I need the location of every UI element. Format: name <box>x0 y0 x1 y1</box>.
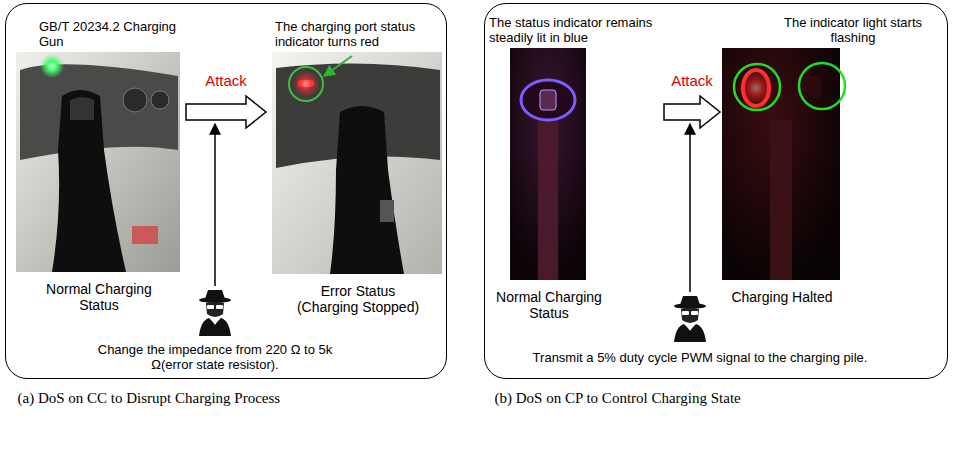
green-indicator <box>40 54 64 78</box>
photo-heading: The status indicator remains steadily li… <box>489 15 661 45</box>
socket <box>151 91 169 109</box>
pile-post <box>538 118 558 280</box>
gun-head <box>70 97 94 120</box>
pile-screen <box>540 90 556 110</box>
photo-area <box>269 53 445 275</box>
highlight-circle <box>289 67 323 101</box>
panel-frame: (a) DoS on CC to Disrupt Charging Proces… <box>5 3 447 379</box>
photo-area <box>489 49 661 281</box>
highlight-circle <box>799 63 845 109</box>
photo-heading: The charging port status indicator turns… <box>275 19 445 49</box>
photo-box: GB/T 20234.2 Charging GunNormal Charging… <box>15 7 183 313</box>
photo-pile-normal <box>510 48 586 280</box>
car-body <box>16 52 180 272</box>
sticker <box>132 226 158 244</box>
photo-normal-charging <box>16 52 180 272</box>
highlight-circle <box>734 64 780 110</box>
photo-heading: The indicator light starts flashing <box>763 15 943 45</box>
attack-arrow <box>186 96 266 128</box>
photo-caption: Normal Charging Status <box>37 281 161 313</box>
photo-box: The charging port status indicator turns… <box>269 7 445 315</box>
photo-heading: GB/T 20234.2 Charging Gun <box>39 19 183 49</box>
red-glow <box>738 70 774 106</box>
edge-label: Attack <box>203 72 249 89</box>
panel-frame: (b) DoS on CP to Control Charging StateT… <box>484 3 948 379</box>
photo-pile-halted <box>722 48 845 280</box>
pointer-arrow <box>324 56 352 76</box>
photo-caption: Error Status (Charging Stopped) <box>288 283 428 315</box>
hacker-icon <box>674 296 706 342</box>
photo-error-status <box>272 52 442 274</box>
red-glow <box>292 70 320 98</box>
gun-label <box>380 200 394 222</box>
socket <box>123 88 147 112</box>
night-ground <box>722 48 840 280</box>
attack-pointer <box>214 124 216 286</box>
car-body <box>272 52 442 274</box>
photo-caption: Charging Halted <box>723 289 841 305</box>
edge-label: Attack <box>669 72 715 89</box>
photo-box: The indicator light starts flashingCharg… <box>723 7 945 305</box>
photo-area <box>723 49 945 281</box>
attack-pointer <box>689 124 691 292</box>
panel-caption: (b) DoS on CP to Control Charging State <box>495 389 757 407</box>
hacker-icon <box>199 290 231 336</box>
photo-caption: Normal Charging Status <box>489 289 609 321</box>
charging-gun <box>52 90 126 272</box>
panel-caption: (a) DoS on CC to Disrupt Charging Proces… <box>18 389 443 407</box>
attack-arrow <box>664 96 720 128</box>
blue-indicator <box>521 80 575 120</box>
attack-note: Transmit a 5% duty cycle PWM signal to t… <box>515 350 885 365</box>
photo-area <box>15 53 183 273</box>
attack-note: Change the impedance from 220 Ω to 5k Ω(… <box>90 342 340 372</box>
night-ground <box>510 48 586 280</box>
photo-box: The status indicator remains steadily li… <box>489 7 661 321</box>
pile-post <box>770 120 792 280</box>
charging-gun <box>330 106 404 274</box>
